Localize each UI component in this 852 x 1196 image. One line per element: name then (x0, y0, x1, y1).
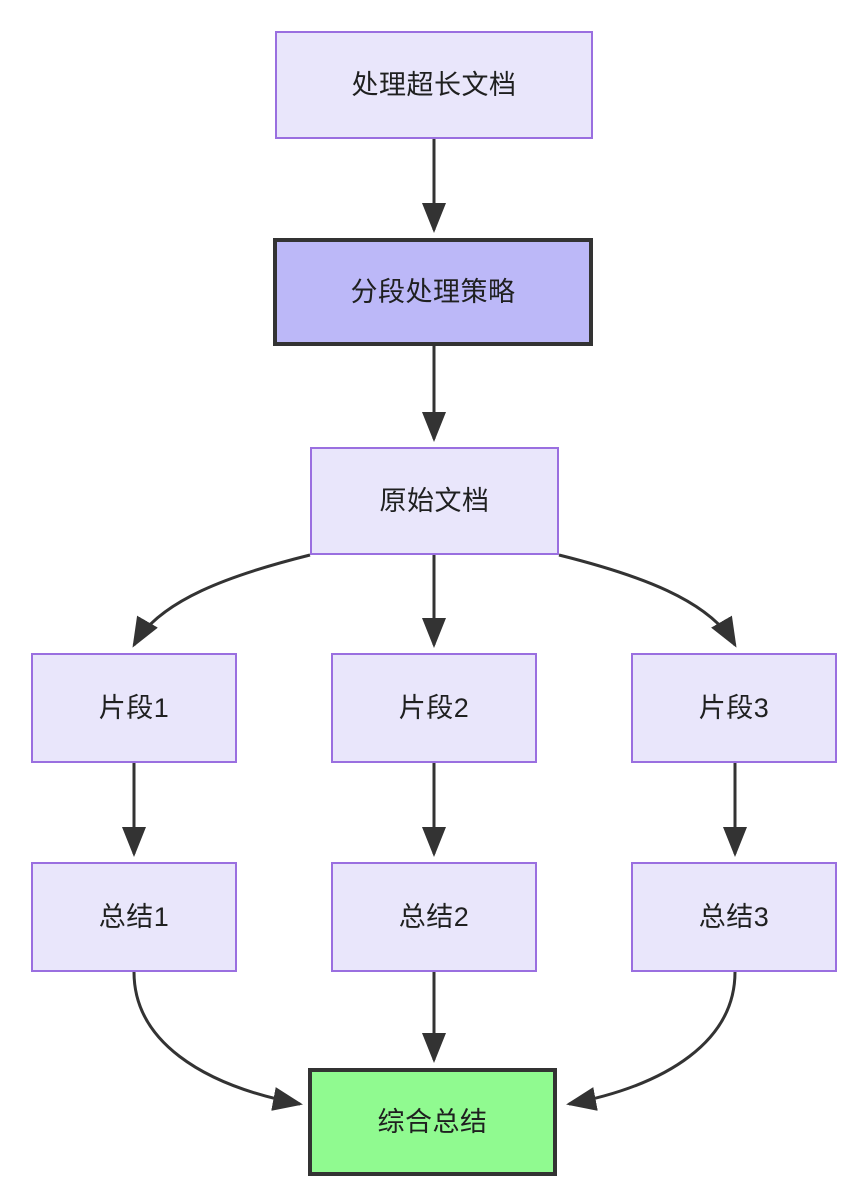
node-label: 总结1 (98, 901, 170, 932)
node-label: 原始文档 (379, 485, 490, 516)
node-summary-3[interactable]: 总结3 (631, 862, 837, 972)
edge-n3-n6 (558, 553, 737, 648)
node-final-summary[interactable]: 综合总结 (308, 1068, 557, 1176)
node-process-long-document[interactable]: 处理超长文档 (275, 31, 593, 139)
node-label: 总结2 (398, 901, 470, 932)
edge-n7-n10 (132, 971, 303, 1111)
node-fragment-1[interactable]: 片段1 (31, 653, 237, 763)
node-label: 处理超长文档 (351, 69, 517, 100)
edge-n3-n4 (132, 553, 311, 648)
node-original-document[interactable]: 原始文档 (310, 447, 559, 555)
node-fragment-3[interactable]: 片段3 (631, 653, 837, 763)
node-fragment-2[interactable]: 片段2 (331, 653, 537, 763)
node-label: 总结3 (698, 901, 770, 932)
node-chunking-strategy[interactable]: 分段处理策略 (273, 238, 593, 346)
node-label: 片段1 (98, 692, 170, 723)
edge-n9-n10 (566, 971, 737, 1111)
node-label: 片段2 (398, 692, 470, 723)
node-summary-1[interactable]: 总结1 (31, 862, 237, 972)
node-label: 片段3 (698, 692, 770, 723)
node-summary-2[interactable]: 总结2 (331, 862, 537, 972)
node-label: 综合总结 (377, 1106, 488, 1137)
node-label: 分段处理策略 (350, 276, 516, 307)
